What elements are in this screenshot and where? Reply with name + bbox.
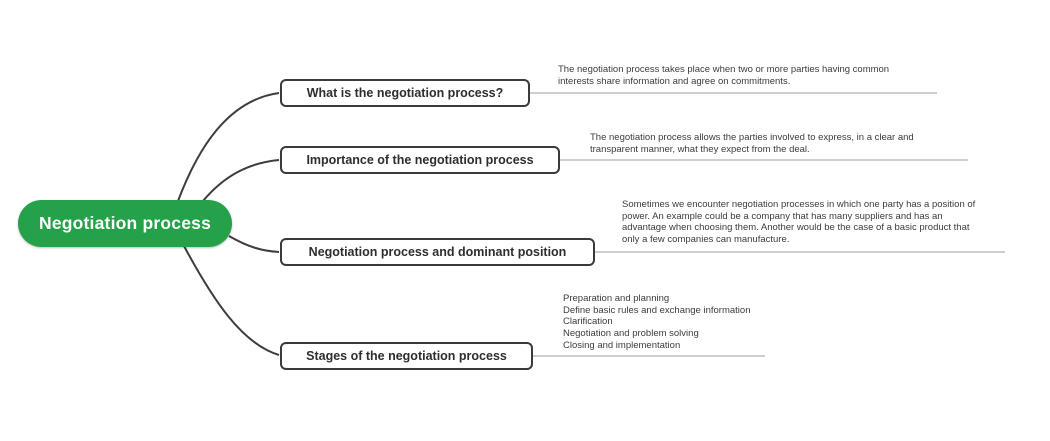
topic-negotiation-process-dominant-position[interactable]: Negotiation process and dominant positio… <box>280 238 595 266</box>
note-negotiation-process-dominant-position[interactable]: Sometimes we encounter negotiation proce… <box>622 199 976 246</box>
topic-importance-of-negotiation-process[interactable]: Importance of the negotiation process <box>280 146 560 174</box>
note-importance-of-negotiation-process[interactable]: The negotiation process allows the parti… <box>590 132 914 155</box>
note-stages-of-negotiation-process[interactable]: Preparation and planning Define basic ru… <box>563 293 751 351</box>
root-topic[interactable]: Negotiation process <box>18 200 232 247</box>
note-what-is-negotiation-process[interactable]: The negotiation process takes place when… <box>558 64 890 87</box>
branch-curve-3 <box>228 235 280 253</box>
branch-curve-1 <box>177 92 280 202</box>
branch-curve-2 <box>202 159 280 202</box>
topic-what-is-negotiation-process[interactable]: What is the negotiation process? <box>280 79 530 107</box>
branch-curve-4 <box>183 245 280 356</box>
topic-stages-of-negotiation-process[interactable]: Stages of the negotiation process <box>280 342 533 370</box>
